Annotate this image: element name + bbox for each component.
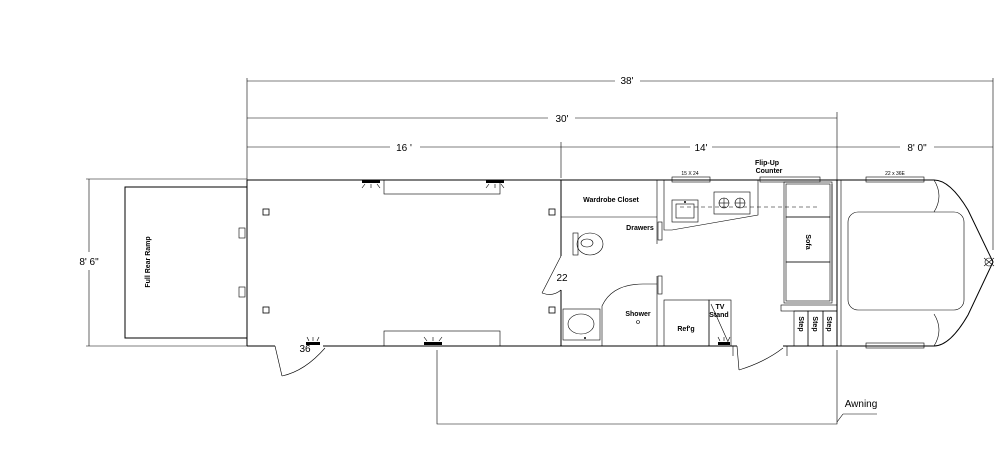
step-label-3: Step: [825, 316, 832, 331]
toilet-icon: [572, 232, 604, 256]
sofa-label: Sofa: [804, 234, 811, 249]
entry-door: 36: [274, 344, 326, 377]
tie-down-icon: [548, 208, 556, 216]
living-length-label: 14': [694, 143, 707, 154]
shower-label: Shower: [625, 311, 651, 318]
garage: 36: [262, 179, 556, 377]
wardrobe-label: Wardrobe Closet: [583, 197, 639, 204]
shower: Shower: [601, 283, 657, 346]
living-entry-door: [732, 345, 788, 371]
light-icon: [717, 336, 731, 345]
entry-steps: Step Step Step: [780, 304, 838, 347]
width-label: 8' 6": [79, 257, 99, 268]
door-width-label: 36: [299, 344, 311, 355]
garage-length-label: 16 ': [396, 143, 412, 154]
overall-length-label: 38': [620, 76, 633, 87]
tie-down-icon: [262, 306, 270, 314]
bathroom: Wardrobe Closet Drawers 22 Shower: [541, 180, 658, 346]
dimension-overall: 38': [246, 76, 994, 250]
tie-down-icon: [548, 306, 556, 314]
drawers-label: Drawers: [626, 225, 654, 232]
tv-label-line1: TV: [716, 304, 725, 311]
dimension-width: 8' 6": [79, 178, 247, 347]
light-icon: [306, 336, 320, 345]
rear-ramp: Full Rear Ramp: [124, 186, 248, 339]
refrigerator: Ref'g: [663, 299, 710, 347]
trailer-outline: [246, 179, 995, 347]
bath-door: 22: [541, 255, 568, 295]
tv-stand: TV Stand: [708, 299, 732, 347]
sofa: Sofa: [783, 181, 833, 304]
window-size-label: 15 X 24: [681, 171, 698, 177]
drain-icon: [636, 320, 640, 324]
nose-window-label: 22 x 36E: [885, 171, 905, 177]
flipup-label-line1: Flip-Up: [755, 160, 779, 167]
hitch-icon: [983, 257, 995, 267]
light-icon: [485, 180, 505, 189]
tv-label-line2: Stand: [709, 312, 728, 319]
dimension-box: 30': [247, 112, 838, 180]
light-icon: [423, 336, 443, 345]
bed: [847, 211, 965, 311]
bath-door-label: 22: [556, 273, 568, 284]
awning: Awning: [436, 350, 878, 425]
awning-label: Awning: [845, 399, 878, 410]
stove-icon: [713, 191, 751, 215]
nose-area: 22 x 36E: [836, 171, 965, 349]
fridge-label: Ref'g: [677, 326, 694, 333]
flipup-label-line2: Counter: [756, 168, 783, 175]
box-length-label: 30': [555, 114, 568, 125]
sink-icon: [562, 308, 601, 341]
tie-down-icon: [262, 208, 270, 216]
ramp-label: Full Rear Ramp: [145, 236, 152, 287]
kitchen: 15 X 24 Flip-Up Counter: [657, 160, 821, 347]
kitchen-sink-icon: [671, 199, 699, 223]
light-icon: [361, 180, 381, 189]
step-label-2: Step: [811, 316, 818, 331]
step-label-1: Step: [797, 316, 804, 331]
dimension-sections: 16 ' 14' 8' 0": [247, 142, 993, 178]
nose-length-label: 8' 0": [907, 143, 927, 154]
